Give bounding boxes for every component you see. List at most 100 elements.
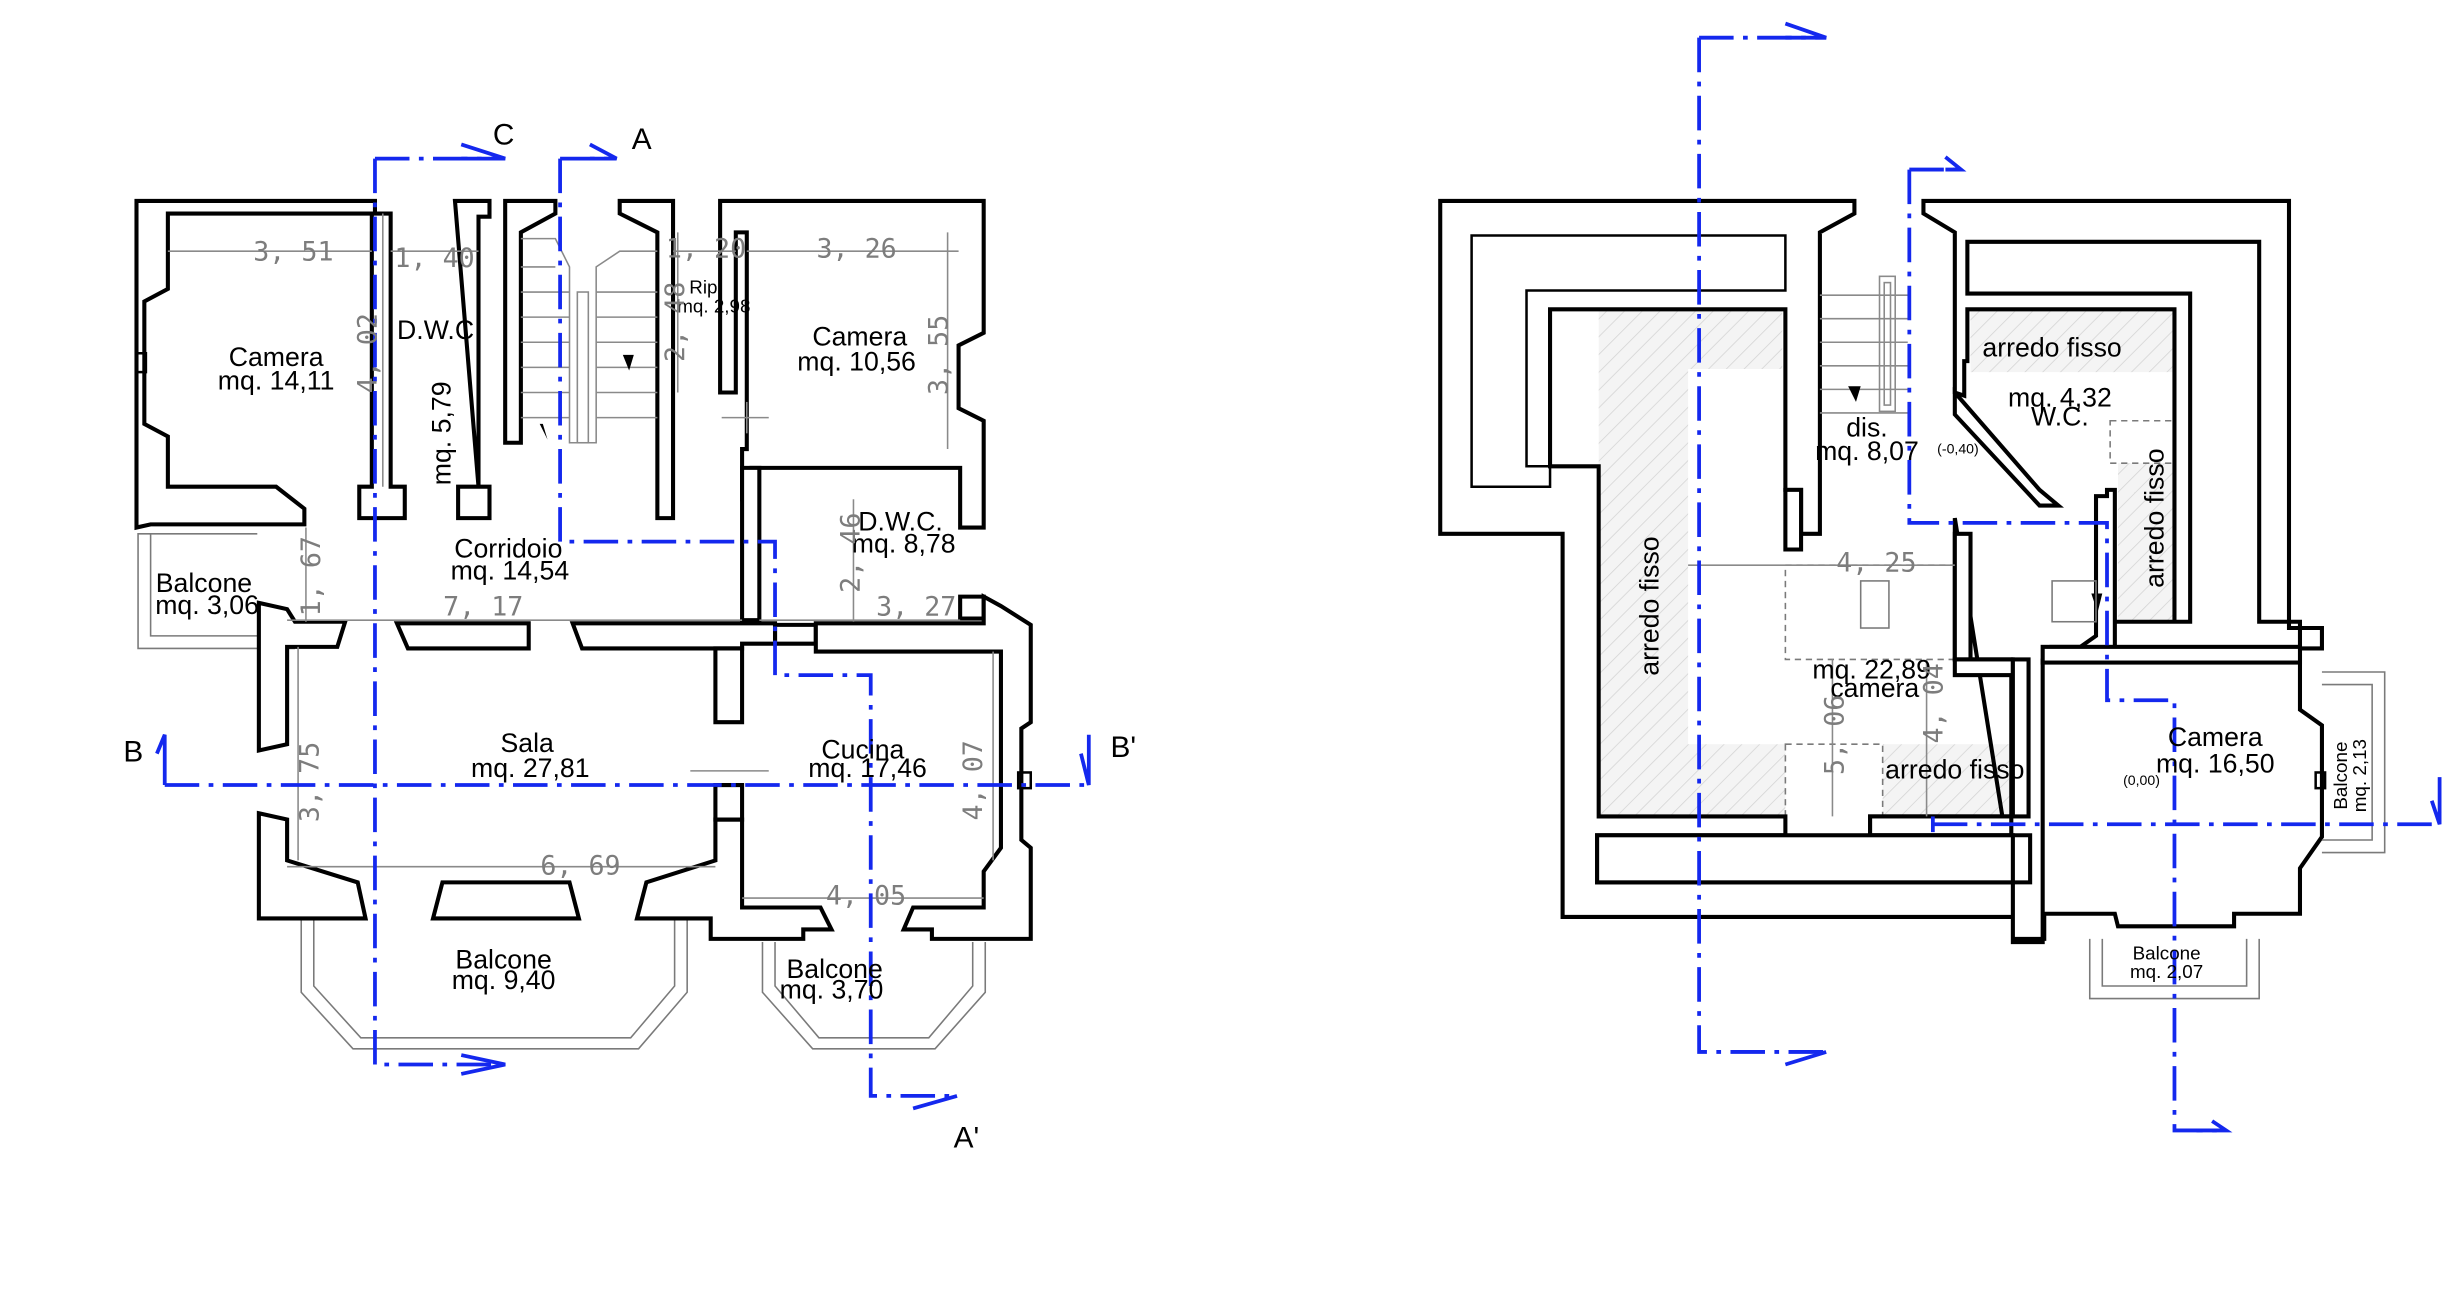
dimension-label: 4, 04 (1918, 663, 1949, 743)
stair-upper (1819, 275, 2103, 623)
wall-attic-right-upper (1952, 531, 1973, 662)
wall-attic-right-lower (2010, 657, 2031, 819)
room-name: dis. (1846, 412, 1888, 442)
room-area: mq. 17,46 (808, 753, 927, 783)
room-name: Corridoio (454, 533, 562, 563)
pillar-left (135, 352, 148, 374)
room-name: Balcone (455, 945, 551, 975)
room-area: mq. 2,13 (2349, 739, 2370, 812)
room-name: Camera (812, 321, 907, 351)
room-name: Cucina (821, 734, 904, 764)
room-name: Camera (2168, 722, 2263, 752)
room-name: arredo fisso (1634, 536, 1664, 675)
wall-sala-cucina-upper (713, 646, 745, 725)
ground-section-letters: C A B B' A' (123, 118, 1136, 1154)
dimension-label: 3, 55 (924, 315, 955, 395)
room-area: mq. 8,78 (852, 529, 956, 559)
room-area: mq. 2,07 (2130, 961, 2203, 982)
wall-mid-seg-1 (393, 621, 531, 651)
dimension-label: 1, 40 (394, 243, 474, 274)
room-name: Sala (500, 728, 554, 758)
dimension-label: 3, 26 (816, 233, 896, 264)
room-area: mq. 9,40 (452, 965, 556, 995)
room-name: Balcone (2330, 742, 2351, 810)
room-area: mq. 14,11 (218, 365, 335, 395)
wall-right-outer (813, 593, 1033, 941)
room-name: arredo fisso (1885, 755, 2024, 785)
wall-attic-right-mid (1952, 657, 2015, 678)
wall-dwc2-bottom (772, 622, 818, 646)
dimension-label: 3, 75 (294, 742, 325, 822)
ground-outer-walls (134, 198, 378, 531)
dimension-label: 1, 67 (296, 536, 327, 616)
dimension-label: 1, 20 (666, 233, 746, 264)
room-name: W.C. (2031, 401, 2089, 431)
ground-dimension-lines (167, 213, 994, 899)
upper-balconies (2088, 671, 2386, 1000)
wall-dwc1-right (452, 198, 492, 521)
wall-sala-bottom-mid (430, 880, 582, 921)
dimension-label: 3, 27 (876, 591, 956, 622)
ground-room-labels: Camera mq. 14,11 D.W.C. mq. 5,79 Rip. mq… (155, 277, 955, 1005)
level-label: (-0,40) (1937, 441, 1979, 457)
room-area: mq. 14,54 (451, 555, 570, 585)
section-label-b: B (123, 735, 143, 768)
upper-inner-ring-right (1967, 292, 2192, 622)
wall-central-left (1783, 487, 1804, 552)
wall-central-right (1952, 387, 2065, 508)
dimension-label: 6, 69 (540, 851, 620, 882)
room-area: mq. 3,70 (780, 975, 884, 1005)
room-area: mq. 2,98 (677, 295, 750, 316)
wall-stair-left (503, 198, 558, 445)
dimension-label: 5, 06 (1819, 695, 1850, 775)
room-area: mq. 22,89 (1812, 654, 1931, 684)
wall-cucina-left (713, 782, 745, 822)
section-label-c: C (493, 118, 515, 151)
upper-room-labels: arredo fisso mq. 4,32 W.C. dis. mq. 8,07… (1634, 332, 2370, 982)
wall-mid-seg-2 (569, 621, 778, 651)
room-name: Camera (229, 342, 324, 372)
balcony-outlines (137, 533, 987, 1050)
room-name: Balcone (2133, 942, 2201, 963)
upper-floor-plan: arredo fisso mq. 4,32 W.C. dis. mq. 8,07… (1438, 21, 2442, 1133)
upper-dimension-lines (1688, 564, 1955, 817)
dimension-label: 2, 46 (836, 512, 867, 592)
upper-inner-ring-left (1470, 234, 1787, 488)
level-label: (0,00) (2123, 772, 2160, 788)
wall-stair-right (617, 198, 676, 521)
room-area: mq. 5,79 (426, 381, 456, 485)
ground-section-lines (155, 142, 1091, 1111)
upper-dimension-text: 4, 25 4, 04 5, 06 (1819, 547, 1949, 774)
section-label-a: A (632, 123, 652, 156)
room-name: Balcone (156, 568, 252, 598)
dimension-label: 4, 07 (958, 740, 989, 820)
room-area: mq. 3,06 (155, 590, 259, 620)
dimension-label: 2, 48 (660, 282, 691, 362)
room-name: Rip. (689, 277, 722, 298)
dimension-label: 4, 02 (353, 313, 384, 393)
wall-dwc2 (740, 465, 762, 623)
dimension-label: 4, 05 (826, 880, 906, 911)
room-area: mq. 10,56 (797, 347, 916, 377)
section-label-a-prime: A' (954, 1122, 980, 1155)
room-area: mq. 16,50 (2156, 748, 2275, 778)
pillar-right (1016, 771, 1033, 790)
dimension-label: 7, 17 (443, 591, 523, 622)
room-name: Balcone (786, 954, 882, 984)
room-area: mq. 27,81 (471, 753, 590, 783)
ground-dimension-text: 3, 51 1, 40 1, 20 3, 26 4, 02 2, 48 3, 5… (253, 233, 989, 911)
wall-middle-band (256, 600, 348, 754)
room-name: camera (1830, 673, 1919, 703)
section-label-b-prime: B' (1111, 731, 1137, 764)
room-area: mq. 8,07 (1815, 436, 1919, 466)
room-name: D.W.C. (858, 507, 942, 537)
stair-ground (520, 237, 658, 444)
fixed-furniture-hatch (1598, 309, 2176, 849)
upper-section-lines (1697, 21, 2442, 1133)
wall-sala-bottom-left (256, 810, 369, 921)
wall-attic-bottom (1595, 833, 2015, 885)
dimension-label: 4, 25 (1836, 547, 1916, 578)
room-name: arredo fisso (2139, 448, 2169, 587)
room-name: arredo fisso (1982, 332, 2121, 362)
